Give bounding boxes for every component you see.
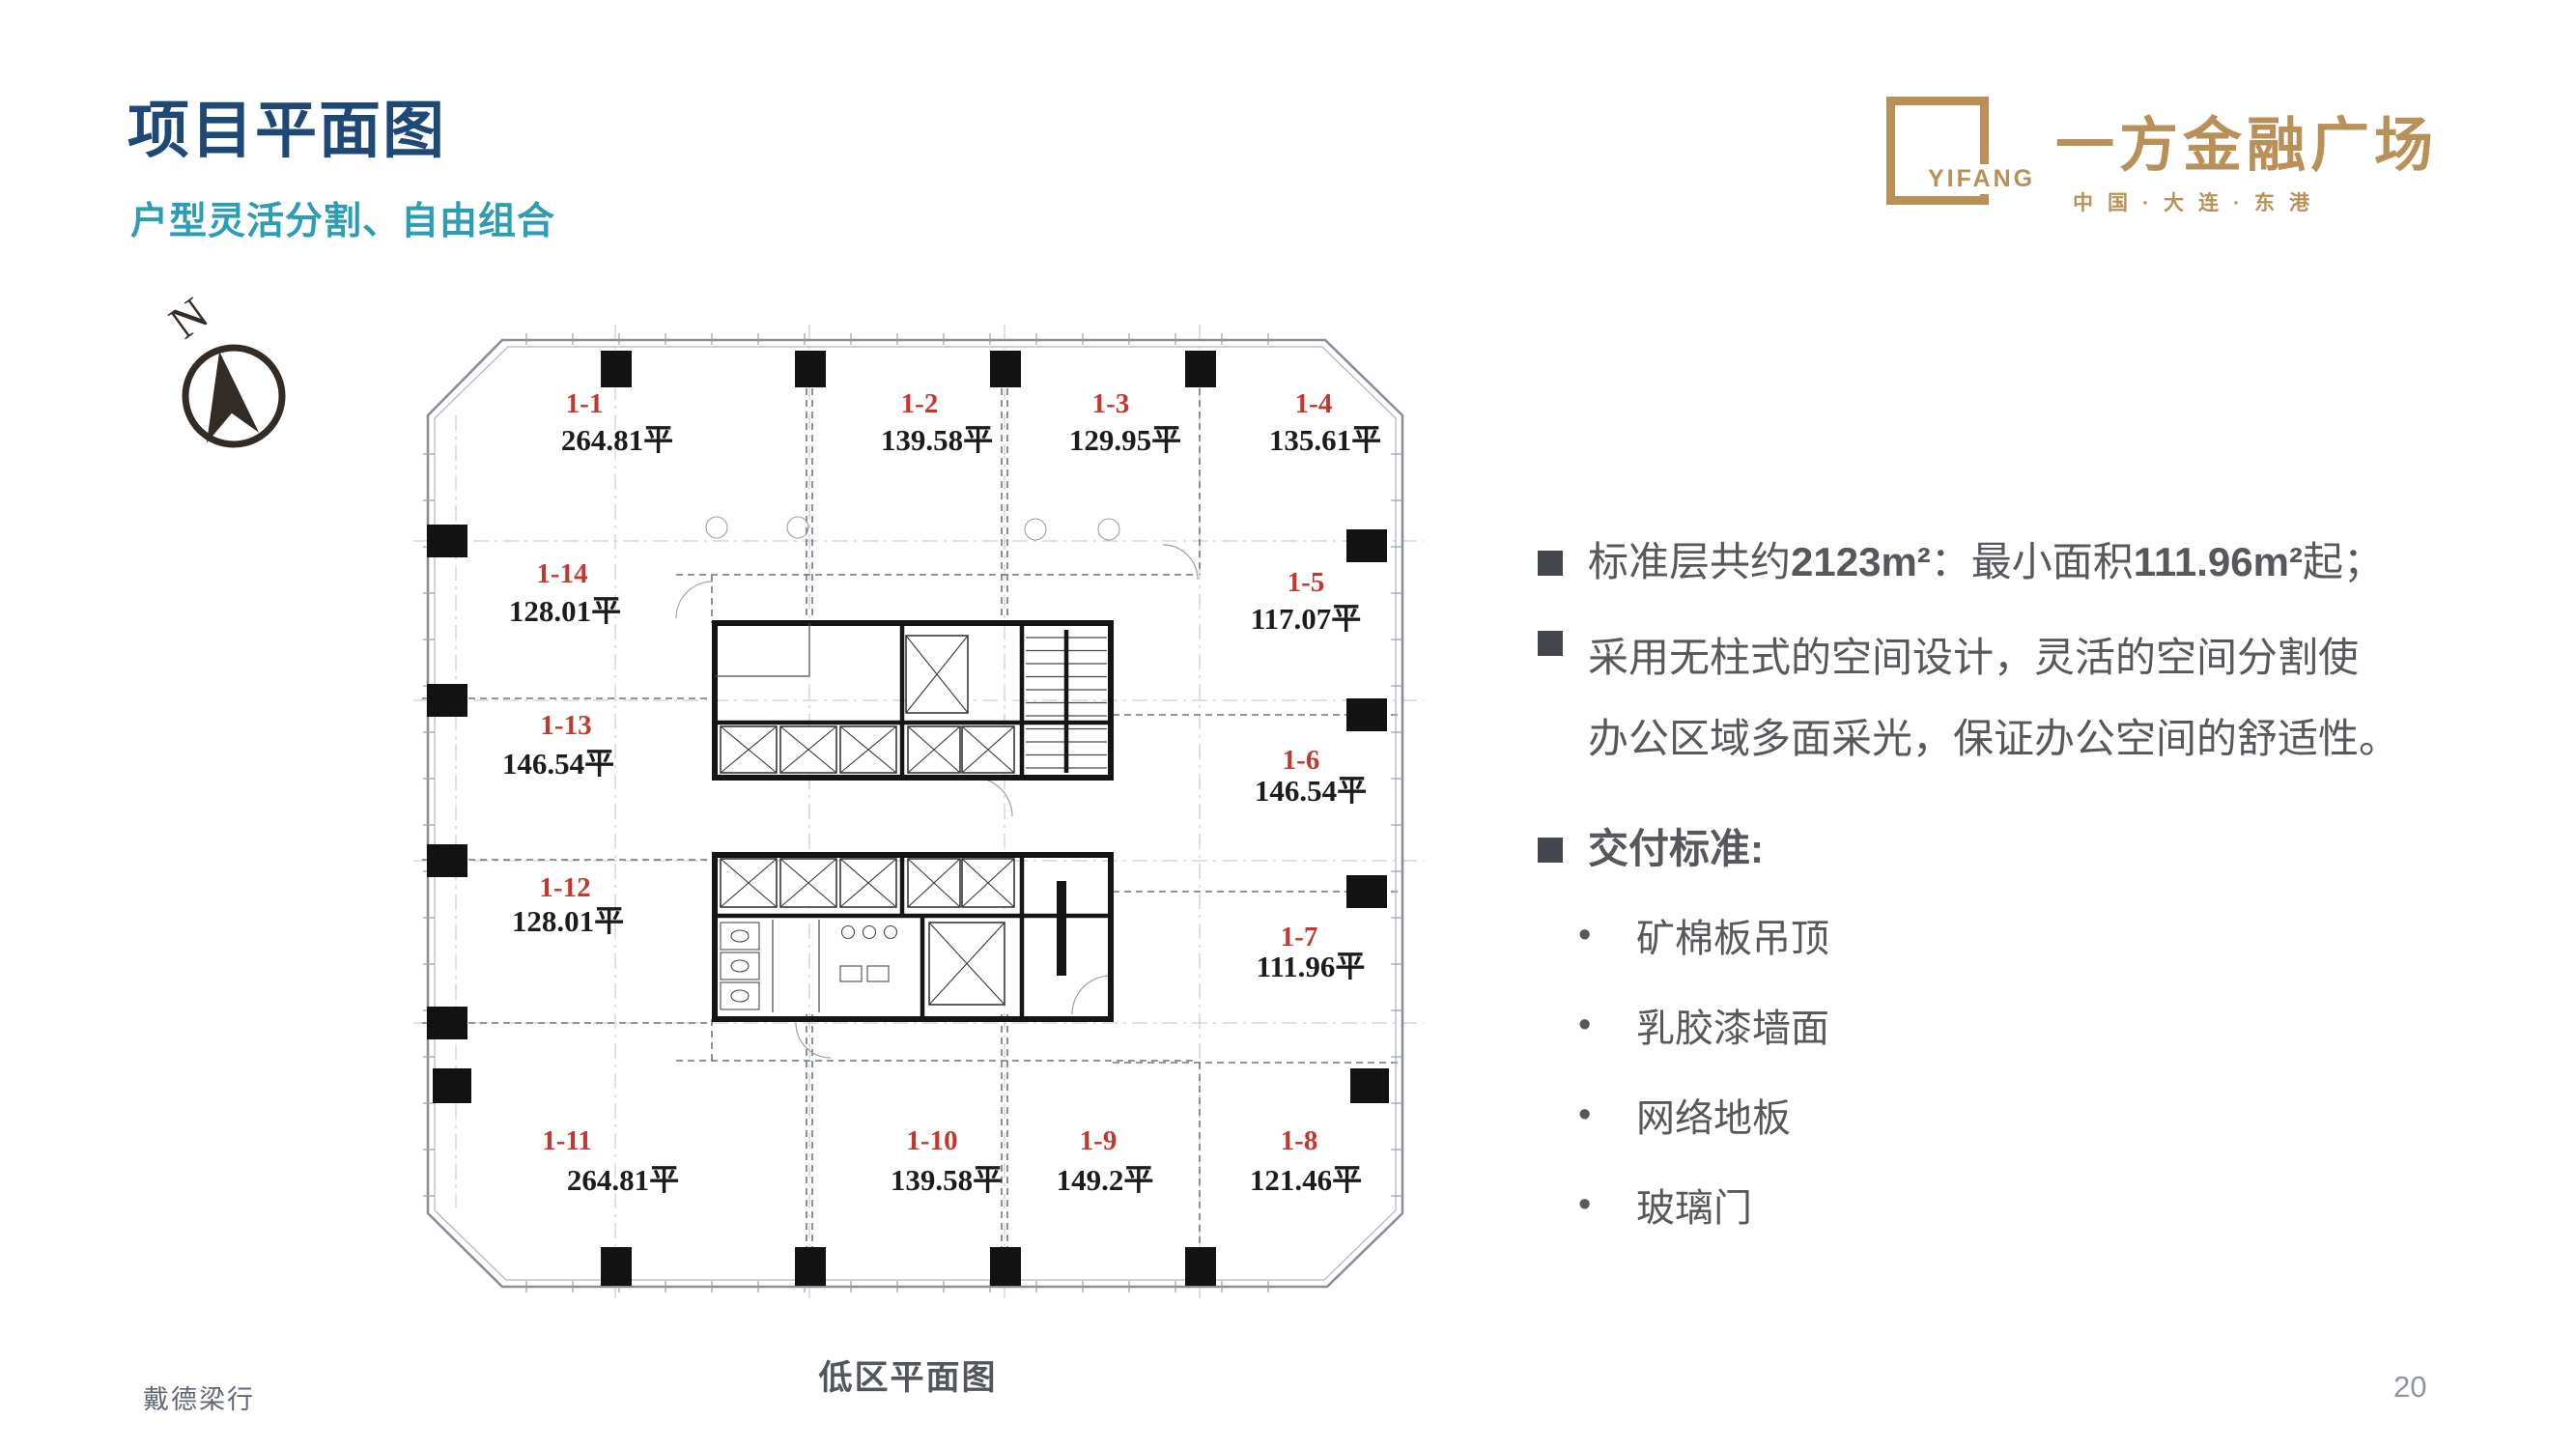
unit-area-label: 139.58平: [881, 423, 993, 457]
unit-area-label: 128.01平: [509, 594, 621, 628]
unit-id-label: 1-5: [1288, 567, 1325, 598]
unit-id-label: 1-1: [566, 388, 604, 419]
unit-area-label: 111.96平: [1257, 950, 1366, 983]
unit-id-label: 1-9: [1080, 1125, 1118, 1156]
unit-partitions: [422, 388, 1401, 1283]
note-column-free-text: 采用无柱式的空间设计，灵活的空间分割使 办公区域多面采光，保证办公空间的舒适性。: [1588, 617, 2399, 780]
dot-bullet-icon: •: [1578, 1004, 1592, 1045]
delivery-item-label: 矿棉板吊顶: [1636, 918, 1829, 960]
note-line: 采用无柱式的空间设计，灵活的空间分割使: [1588, 634, 2360, 680]
page-number: 20: [2393, 1370, 2427, 1404]
structural-columns: [427, 351, 1389, 1286]
elevator-x-mark: [961, 725, 1015, 774]
elevator-x-mark: [720, 725, 778, 774]
exterior-walls: [423, 333, 1404, 1293]
elevator-x-mark: [720, 858, 778, 908]
unit-id-label: 1-4: [1295, 388, 1333, 419]
note-text-segment: 标准层共约: [1588, 539, 1792, 584]
unit-id-label: 1-3: [1092, 388, 1130, 419]
note-column-free: 采用无柱式的空间设计，灵活的空间分割使 办公区域多面采光，保证办公空间的舒适性。: [1536, 617, 2502, 780]
note-min-area: 111.96m²: [2133, 539, 2303, 584]
unit-id-label: 1-2: [901, 388, 939, 419]
elevator-x-mark: [779, 858, 837, 908]
unit-id-label: 1-7: [1281, 922, 1318, 952]
unit-area-label: 146.54平: [502, 747, 614, 781]
delivery-item: • 乳胶漆墙面: [1536, 997, 2502, 1053]
note-total-area: 2123m²: [1791, 539, 1931, 584]
dot-bullet-icon: •: [1578, 1094, 1592, 1135]
elevator-x-mark: [907, 858, 961, 908]
logo-square-icon: [1886, 97, 1989, 205]
note-text-segment: ：最小面积: [1930, 539, 2134, 584]
delivery-standard-title: 交付标准:: [1588, 825, 1764, 871]
square-bullet-icon: [1538, 837, 1563, 863]
elevator-x-mark: [839, 725, 897, 774]
unit-id-label: 1-8: [1281, 1125, 1318, 1156]
page-title: 项目平面图: [127, 96, 446, 165]
unit-id-label: 1-12: [539, 872, 590, 903]
dot-bullet-icon: •: [1578, 1183, 1592, 1225]
plan-caption: 低区平面图: [818, 1359, 998, 1397]
unit-area-label: 129.95平: [1069, 423, 1181, 457]
unit-area-label: 139.58平: [891, 1163, 1003, 1197]
unit-area-label: 135.61平: [1269, 423, 1381, 457]
unit-area-label: 121.46平: [1250, 1163, 1362, 1197]
elevator-x-mark: [907, 725, 961, 774]
restroom-fixtures: [720, 920, 898, 1012]
north-compass-icon: N: [160, 288, 286, 448]
delivery-item-label: 玻璃门: [1636, 1187, 1752, 1230]
floor-plan: 1-1 264.81平 1-2 139.58平 1-3 129.95平 1-4 135.61平…: [413, 325, 1424, 1304]
core-top-block: [712, 620, 1114, 781]
unit-area-label: 149.2平: [1057, 1163, 1154, 1197]
unit-labels: 1-1 264.81平 1-2 139.58平 1-3 129.95平 1-4 135.61平…: [502, 388, 1381, 1197]
unit-area-label: 117.07平: [1251, 602, 1362, 636]
logo-tagline: 中国·大连·东港: [2073, 192, 2324, 214]
elevator-x-mark: [928, 922, 1005, 1006]
delivery-item: • 网络地板: [1536, 1087, 2502, 1143]
note-line: 办公区域多面采光，保证办公空间的舒适性。: [1588, 715, 2400, 761]
logo-name: 一方金融广场: [2055, 112, 2439, 178]
elevator-x-mark: [905, 635, 969, 714]
logo-mark-text: YIFANG: [1922, 164, 2042, 194]
compass-north-label: N: [160, 288, 217, 349]
unit-area-label: 146.54平: [1255, 774, 1367, 808]
page-subtitle: 户型灵活分割、自由组合: [130, 201, 556, 242]
square-bullet-icon: [1538, 551, 1563, 576]
note-standard-floor: 标准层共约2123m²：最小面积111.96m²起；: [1536, 537, 2502, 588]
unit-id-label: 1-13: [540, 710, 591, 741]
square-bullet-icon: [1538, 630, 1563, 656]
unit-id-label: 1-11: [542, 1125, 592, 1156]
dot-bullet-icon: •: [1578, 914, 1592, 955]
delivery-item-list: • 矿棉板吊顶 • 乳胶漆墙面 • 网络地板 • 玻璃门: [1536, 907, 2502, 1233]
unit-id-label: 1-10: [906, 1125, 957, 1156]
notes-panel: 标准层共约2123m²：最小面积111.96m²起； 采用无柱式的空间设计，灵活…: [1536, 537, 2502, 1266]
note-standard-floor-text: 标准层共约2123m²：最小面积111.96m²起；: [1588, 537, 2384, 588]
note-text-segment: 起；: [2302, 539, 2384, 584]
delivery-item-label: 网络地板: [1636, 1097, 1791, 1140]
elevator-x-mark: [839, 858, 897, 908]
unit-area-label: 128.01平: [512, 904, 624, 938]
delivery-item: • 矿棉板吊顶: [1536, 907, 2502, 963]
plan-grid: [413, 325, 1424, 1304]
unit-area-label: 264.81平: [561, 423, 673, 457]
unit-id-label: 1-6: [1283, 745, 1320, 776]
footer-brand: 戴德梁行: [143, 1385, 255, 1414]
unit-id-label: 1-14: [536, 558, 587, 589]
delivery-item-label: 乳胶漆墙面: [1636, 1008, 1829, 1050]
elevator-x-mark: [961, 858, 1015, 908]
unit-area-label: 264.81平: [567, 1163, 679, 1197]
delivery-item: • 玻璃门: [1536, 1177, 2502, 1233]
delivery-standard-header: 交付标准:: [1536, 824, 2502, 875]
elevator-x-mark: [779, 725, 837, 774]
core-bottom-block: [712, 852, 1114, 1022]
